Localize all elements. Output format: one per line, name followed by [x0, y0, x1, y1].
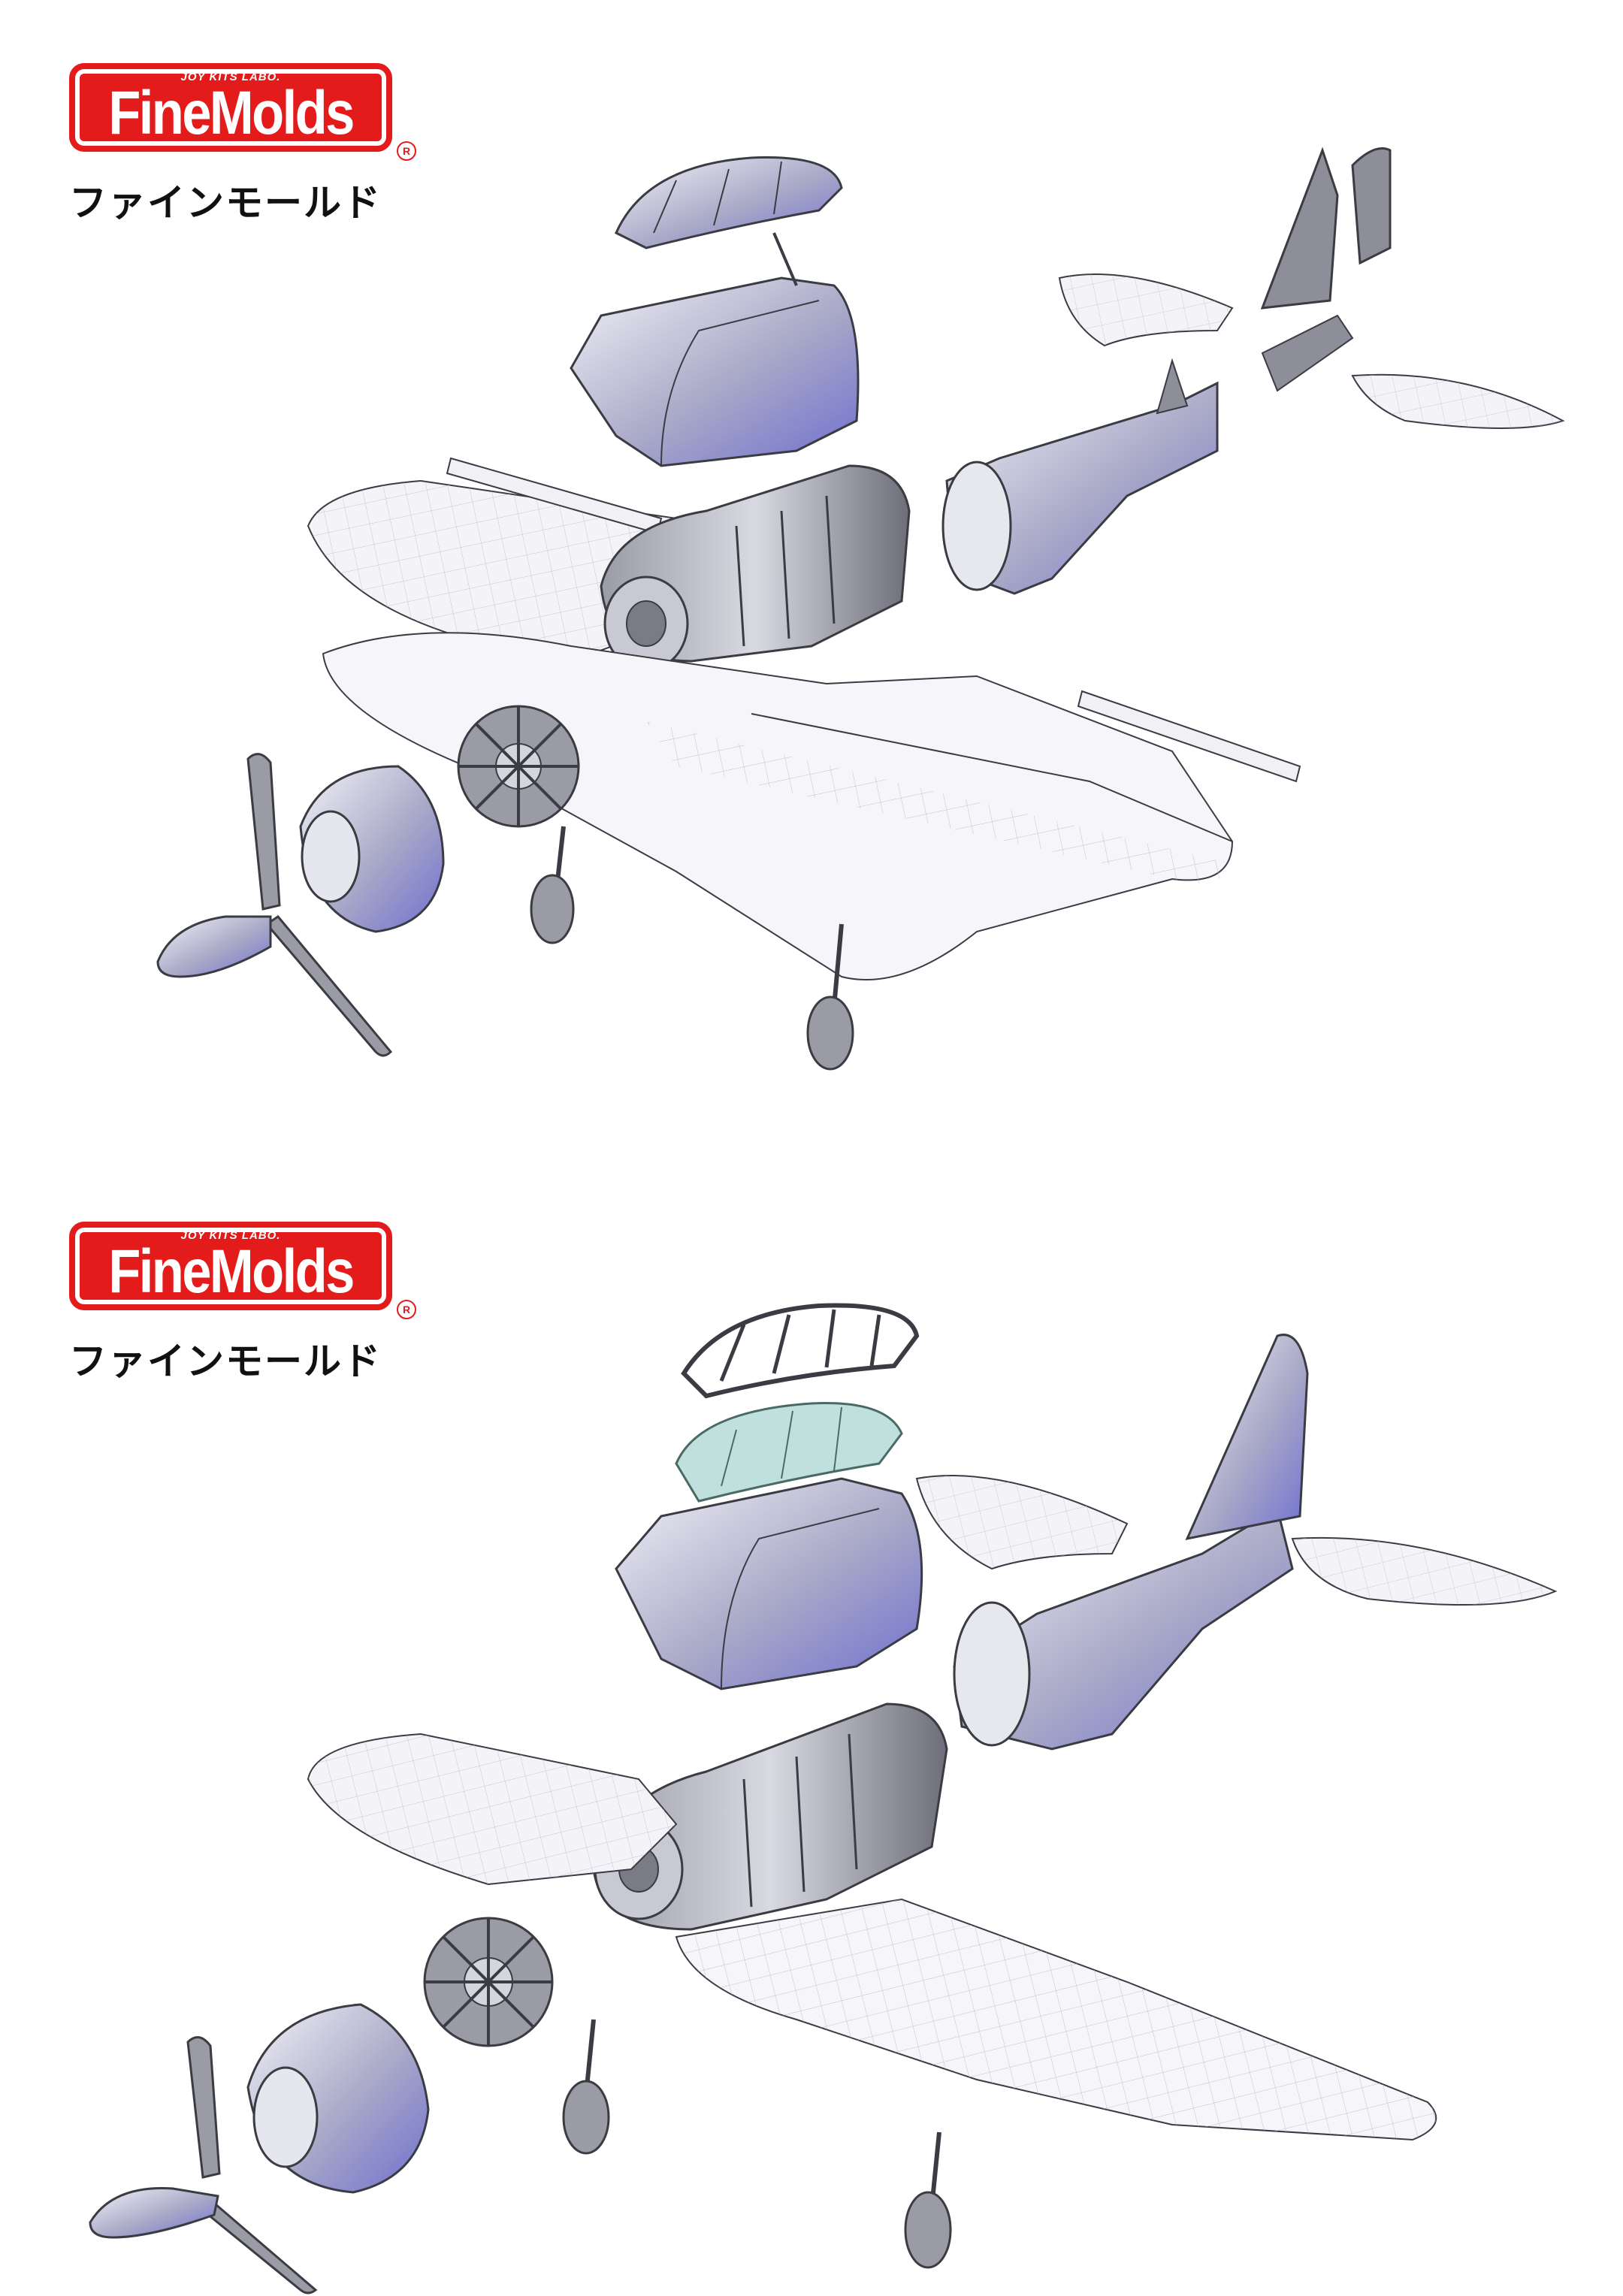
logo-wordmark: FineMolds: [108, 79, 355, 147]
radial-engine-part: [457, 705, 580, 828]
canopy-frame-part: [681, 1303, 920, 1399]
propeller-part: [89, 2036, 318, 2294]
logo-katakana: ファインモールド: [69, 1340, 382, 1383]
top-panel: JOY KITS LABO. FineMolds R ファインモールド: [69, 63, 1565, 1071]
cockpit-section-part: [570, 232, 860, 467]
radial-engine-part: [423, 1917, 554, 2047]
logo-tagline: JOY KITS LABO.: [180, 71, 281, 83]
canopy-glass-part: [675, 1402, 903, 1503]
logo-badge: JOY KITS LABO. FineMolds: [69, 63, 392, 152]
engine-cowling-part: [299, 765, 445, 933]
logo-katakana: ファインモールド: [69, 181, 382, 225]
propeller-part: [156, 753, 393, 1057]
bottom-panel: JOY KITS LABO. FineMolds R ファインモールド: [0, 1148, 1623, 2296]
left-wing-part: [307, 1733, 678, 1886]
horizontal-stabilizer-part: [915, 1475, 1558, 1606]
cockpit-frame-part: [600, 464, 911, 672]
rear-fuselage-part: [941, 358, 1219, 595]
vertical-tail-part: [1260, 147, 1392, 310]
canopy-part: [615, 156, 843, 249]
engine-cowling-part: [246, 2003, 430, 2194]
brand-logo: JOY KITS LABO. FineMolds R ファインモールド: [69, 63, 422, 227]
logo-tagline: JOY KITS LABO.: [180, 1229, 281, 1242]
logo-badge: JOY KITS LABO. FineMolds: [69, 1222, 392, 1310]
landing-gear-part: [562, 2019, 952, 2269]
rear-fuselage-part: [953, 1334, 1309, 1751]
registered-mark: R: [397, 1300, 416, 1319]
brand-logo: JOY KITS LABO. FineMolds R ファインモールド: [69, 1222, 422, 1385]
cockpit-section-part: [615, 1477, 923, 1690]
logo-wordmark: FineMolds: [108, 1237, 355, 1306]
horizontal-stabilizer-part: [1058, 273, 1565, 429]
landing-gear-part: [530, 826, 854, 1071]
lower-wing-part: [322, 632, 1234, 980]
aileron-part: [446, 457, 1301, 783]
exploded-aircraft-render: [89, 1303, 1558, 2294]
exploded-aircraft-render: [156, 147, 1565, 1071]
registered-mark: R: [397, 141, 416, 161]
right-wing-part: [675, 1898, 1437, 2141]
